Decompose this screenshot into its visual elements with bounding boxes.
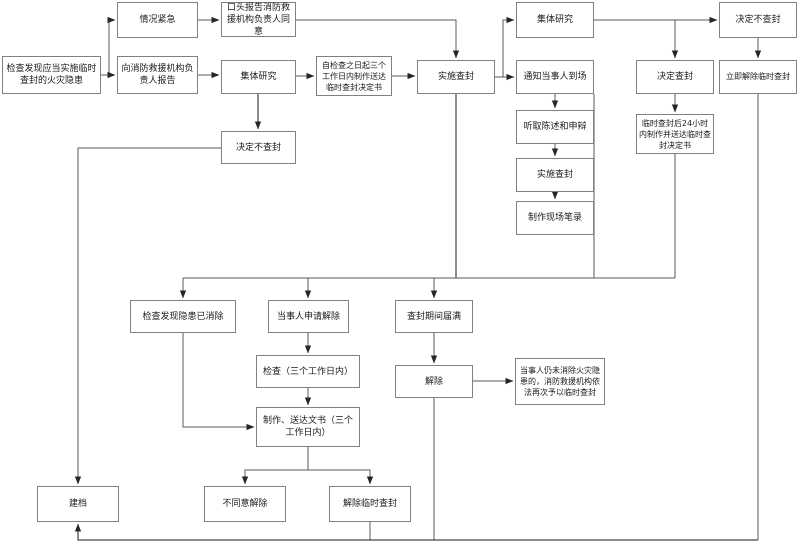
- node-label: 检查发现隐患已消除: [142, 311, 224, 322]
- node-report-to-chief[interactable]: 向消防救援机构负责人报告: [117, 56, 198, 94]
- node-label: 检查发现应当实施临时查封的火灾隐患: [6, 64, 97, 86]
- node-make-deliver-doc[interactable]: 制作、送达文书（三个工作日内）: [256, 407, 360, 447]
- node-party-applies-release[interactable]: 当事人申请解除: [268, 300, 349, 333]
- node-label: 临时查封后24小时内制作并送达临时查封决定书: [639, 118, 711, 150]
- node-decide-seal[interactable]: 决定查封: [636, 60, 714, 94]
- node-reseal-if-not-eliminated[interactable]: 当事人仍未消除火灾隐患的，消防救援机构依法再次予以临时查封: [515, 358, 605, 405]
- node-label: 情况紧急: [139, 15, 176, 25]
- node-collective-study-right[interactable]: 集体研究: [516, 2, 594, 38]
- node-hazard-eliminated[interactable]: 检查发现隐患已消除: [130, 300, 236, 333]
- node-label: 制作、送达文书（三个工作日内）: [262, 416, 353, 438]
- node-label: 集体研究: [536, 15, 573, 25]
- node-disagree-release[interactable]: 不同意解除: [204, 486, 286, 522]
- node-label: 决定查封: [656, 72, 693, 82]
- edge-n18-to-n24: [182, 333, 255, 431]
- edge-n24-to-n27: [308, 469, 374, 485]
- node-implement-seal-sub[interactable]: 实施查封: [516, 158, 594, 192]
- node-label: 建档: [68, 499, 87, 509]
- node-label: 口头报告消防救援机构负责人同意: [226, 2, 290, 37]
- edge-n8-to-n25: [74, 147, 221, 485]
- node-label: 听取陈述和申辩: [523, 122, 587, 132]
- node-notify-party-attend[interactable]: 通知当事人到场: [516, 60, 594, 94]
- node-release[interactable]: 解除: [395, 365, 473, 398]
- node-immediate-release[interactable]: 立即解除临时查封: [719, 60, 797, 94]
- node-label: 制作现场笔录: [527, 213, 582, 223]
- node-archive[interactable]: 建档: [37, 486, 119, 522]
- node-three-day-decision-doc[interactable]: 自检查之日起三个工作日内制作送达临时查封决定书: [316, 56, 392, 96]
- node-urgent-situation[interactable]: 情况紧急: [117, 2, 198, 38]
- node-detect-hazard[interactable]: 检查发现应当实施临时查封的火灾隐患: [2, 56, 101, 94]
- node-label: 立即解除临时查封: [726, 72, 790, 81]
- node-label: 自检查之日起三个工作日内制作送达临时查封决定书: [322, 60, 386, 92]
- node-label: 解除临时查封: [342, 499, 397, 509]
- node-label: 集体研究: [240, 72, 277, 82]
- node-label: 当事人仍未消除火灾隐患的，消防救援机构依法再次予以临时查封: [520, 366, 600, 397]
- node-label: 当事人申请解除: [276, 311, 340, 322]
- node-implement-seal-main[interactable]: 实施查封: [417, 60, 495, 94]
- edge-n24-to-n26: [241, 469, 308, 485]
- node-label: 查封期间届满: [406, 311, 461, 322]
- node-label: 不同意解除: [222, 499, 268, 509]
- node-decide-not-seal-right[interactable]: 决定不查封: [719, 2, 797, 38]
- edge-n1-to-n2: [107, 16, 116, 75]
- node-24h-decision-doc[interactable]: 临时查封后24小时内制作并送达临时查封决定书: [636, 114, 714, 154]
- node-hear-statement-defense[interactable]: 听取陈述和申辩: [516, 110, 594, 144]
- node-label: 向消防救援机构负责人报告: [121, 64, 194, 86]
- node-label: 解除: [424, 376, 443, 387]
- node-seal-period-expired[interactable]: 查封期间届满: [395, 300, 473, 333]
- node-label: 检查（三个工作日内）: [262, 366, 353, 377]
- node-decide-not-seal-left[interactable]: 决定不查封: [221, 131, 296, 164]
- edge-n7-to-n9: [502, 16, 515, 77]
- node-inspect-three-days[interactable]: 检查（三个工作日内）: [256, 355, 360, 388]
- node-collective-study-left[interactable]: 集体研究: [221, 60, 296, 94]
- node-make-site-record[interactable]: 制作现场笔录: [516, 201, 594, 235]
- node-label: 实施查封: [536, 170, 573, 180]
- edge-n3-to-n7: [296, 19, 460, 59]
- node-label: 实施查封: [437, 72, 474, 82]
- node-release-temp-seal[interactable]: 解除临时查封: [329, 486, 411, 522]
- node-label: 决定不查封: [235, 142, 281, 153]
- node-label: 通知当事人到场: [523, 72, 587, 82]
- node-verbal-report-approval[interactable]: 口头报告消防救援机构负责人同意: [221, 2, 296, 37]
- node-label: 决定不查封: [735, 15, 781, 25]
- edge-bottom-return-bus: [74, 523, 758, 541]
